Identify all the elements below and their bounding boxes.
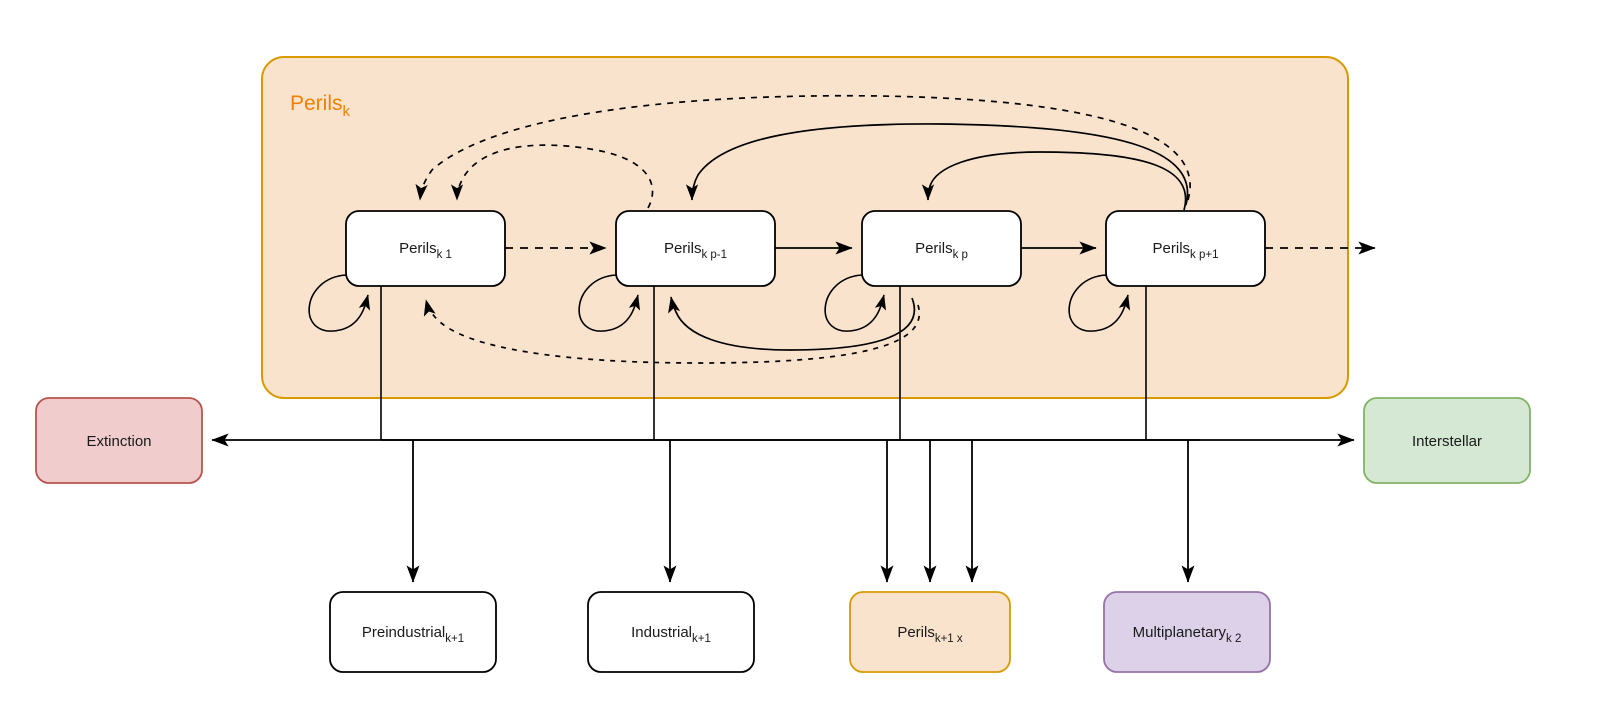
node-perils-k-p-label-sub: k p xyxy=(953,249,968,261)
node-preindustrial-k-plus-1-label: Preindustrialk+1 xyxy=(362,624,464,645)
node-perils-k-plus-1-x-label: Perilsk+1 x xyxy=(897,624,963,645)
node-perils-k-p-plus-1-label-main: Perils xyxy=(1153,240,1191,257)
node-multiplanetary-k-2-box[interactable] xyxy=(1103,591,1271,673)
arc-bottom-solid-to-p-minus-1 xyxy=(668,296,916,351)
node-preindustrial-k-plus-1-box[interactable] xyxy=(329,591,497,673)
node-perils-k-1-label-main: Perils xyxy=(399,240,437,257)
node-preindustrial-label-main: Preindustrial xyxy=(362,624,445,641)
node-extinction[interactable]: Extinction xyxy=(35,397,203,484)
node-perils-k-1-box[interactable] xyxy=(345,210,506,287)
node-perils-k-plus-1-x-box[interactable] xyxy=(849,591,1011,673)
node-perils-k-p-minus-1-box[interactable] xyxy=(615,210,776,287)
arc-back-solid-to-p xyxy=(921,151,1187,211)
node-perils-k-plus-1-x-label-main: Perils xyxy=(897,624,935,641)
node-perils-k-p-plus-1-label-sub: k p+1 xyxy=(1190,249,1218,261)
bottom-drop-lines xyxy=(406,440,1195,583)
node-perils-k-plus-1-x-label-sub: k+1 x xyxy=(935,633,963,645)
node-multiplanetary-label-sub: k 2 xyxy=(1226,633,1241,645)
self-loop-perils-k-p-plus-1 xyxy=(1068,274,1131,332)
node-perils-k-p-plus-1-box[interactable] xyxy=(1105,210,1266,287)
node-interstellar[interactable]: Interstellar xyxy=(1363,397,1531,484)
node-industrial-label-main: Industrial xyxy=(631,624,692,641)
node-multiplanetary-k-2-label: Multiplanetaryk 2 xyxy=(1133,624,1242,645)
node-multiplanetary-label-main: Multiplanetary xyxy=(1133,624,1227,641)
node-perils-k-p-minus-1[interactable]: Perilsk p-1 xyxy=(615,210,776,287)
node-perils-k-p-box[interactable] xyxy=(861,210,1022,287)
node-interstellar-box[interactable] xyxy=(1363,397,1531,484)
self-loop-perils-k-p xyxy=(824,274,887,332)
perils-k-container-label-sub: k xyxy=(343,103,351,120)
node-perils-k-1-label: Perilsk 1 xyxy=(399,240,452,261)
perils-k-container-label: Perilsk xyxy=(290,92,351,120)
node-perils-k-1[interactable]: Perilsk 1 xyxy=(345,210,506,287)
node-multiplanetary-k-2[interactable]: Multiplanetaryk 2 xyxy=(1103,591,1271,673)
node-perils-k-p-minus-1-label-sub: k p-1 xyxy=(701,249,727,261)
node-extinction-label: Extinction xyxy=(86,433,151,450)
node-perils-k-p-label: Perilsk p xyxy=(915,240,968,261)
self-loops xyxy=(308,274,1131,332)
node-perils-k-p-plus-1-label: Perilsk p+1 xyxy=(1153,240,1219,261)
node-perils-k-p-minus-1-label: Perilsk p-1 xyxy=(664,240,727,261)
node-preindustrial-label-sub: k+1 xyxy=(445,633,464,645)
node-perils-k-p-label-main: Perils xyxy=(915,240,953,257)
arc-back-long-dashed-to-perils-k-1 xyxy=(415,94,1191,201)
node-industrial-label-sub: k+1 xyxy=(692,633,711,645)
node-perils-k-p-plus-1[interactable]: Perilsk p+1 xyxy=(1105,210,1266,287)
arc-back-short-dashed-to-perils-k-1 xyxy=(450,144,654,209)
vertical-drop-lines xyxy=(380,286,1147,440)
node-perils-k-p[interactable]: Perilsk p xyxy=(861,210,1022,287)
self-loop-perils-k-1 xyxy=(308,274,371,332)
perils-k-container-label-main: Perils xyxy=(290,92,343,115)
node-industrial-k-plus-1[interactable]: Industrialk+1 xyxy=(587,591,755,673)
node-industrial-k-plus-1-box[interactable] xyxy=(587,591,755,673)
node-perils-k-p-minus-1-label-main: Perils xyxy=(664,240,702,257)
node-interstellar-label: Interstellar xyxy=(1412,433,1482,450)
node-preindustrial-k-plus-1[interactable]: Preindustrialk+1 xyxy=(329,591,497,673)
self-loop-perils-k-p-minus-1 xyxy=(578,274,641,332)
arc-back-solid-to-p-minus-1 xyxy=(685,123,1189,206)
node-perils-k-plus-1-x[interactable]: Perilsk+1 x xyxy=(849,591,1011,673)
perils-k-container xyxy=(261,56,1349,399)
node-industrial-k-plus-1-label: Industrialk+1 xyxy=(631,624,711,645)
node-perils-k-1-label-sub: k 1 xyxy=(437,249,452,261)
node-extinction-box[interactable] xyxy=(35,397,203,484)
